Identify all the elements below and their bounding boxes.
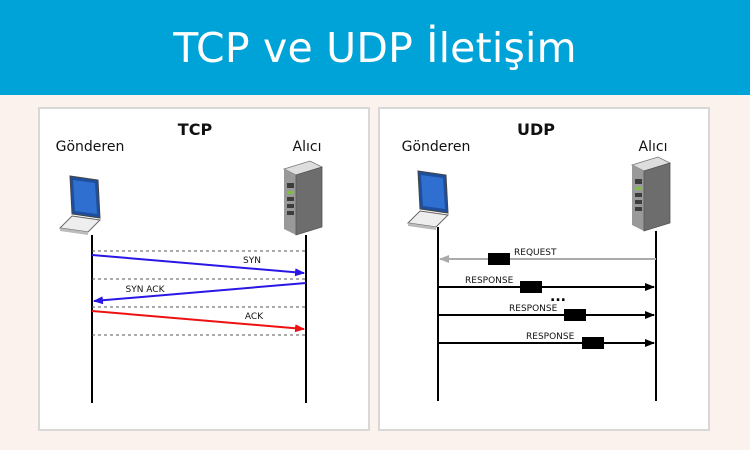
tcp-syn-label: SYN [243, 256, 261, 266]
tcp-ack-arrow [91, 310, 305, 333]
page-title: TCP ve UDP İletişim [173, 23, 577, 72]
udp-response-label: RESPONSE [526, 332, 575, 342]
udp-ellipsis: ... [550, 289, 566, 305]
udp-response-packet [520, 281, 542, 293]
tcp-ack-label: ACK [245, 312, 264, 322]
udp-response-packet [564, 309, 586, 321]
tcp-receiver-label: Alıcı [293, 139, 322, 155]
header-bar: TCP ve UDP İletişim [0, 0, 750, 95]
udp-panel: UDP Gönderen Alıcı REQUEST [378, 107, 710, 431]
udp-response-packet [582, 337, 604, 349]
tcp-sender-label: Gönderen [56, 139, 125, 155]
tcp-syn-ack-label: SYN ACK [126, 285, 166, 295]
tcp-syn-ack-arrow [93, 282, 307, 305]
udp-request-label: REQUEST [514, 248, 557, 258]
server-icon [630, 156, 672, 232]
laptop-icon [58, 175, 102, 235]
tcp-title: TCP [178, 120, 213, 139]
laptop-icon [406, 170, 450, 230]
tcp-syn-arrow [91, 254, 305, 277]
tcp-panel: TCP Gönderen Alıcı [38, 107, 370, 431]
udp-receiver-label: Alıcı [639, 139, 668, 155]
server-icon [282, 160, 324, 236]
udp-title: UDP [517, 120, 555, 139]
udp-response-label: RESPONSE [465, 276, 514, 286]
udp-sender-label: Gönderen [402, 139, 471, 155]
udp-response-label: RESPONSE [509, 304, 558, 314]
udp-request-packet [488, 253, 510, 265]
